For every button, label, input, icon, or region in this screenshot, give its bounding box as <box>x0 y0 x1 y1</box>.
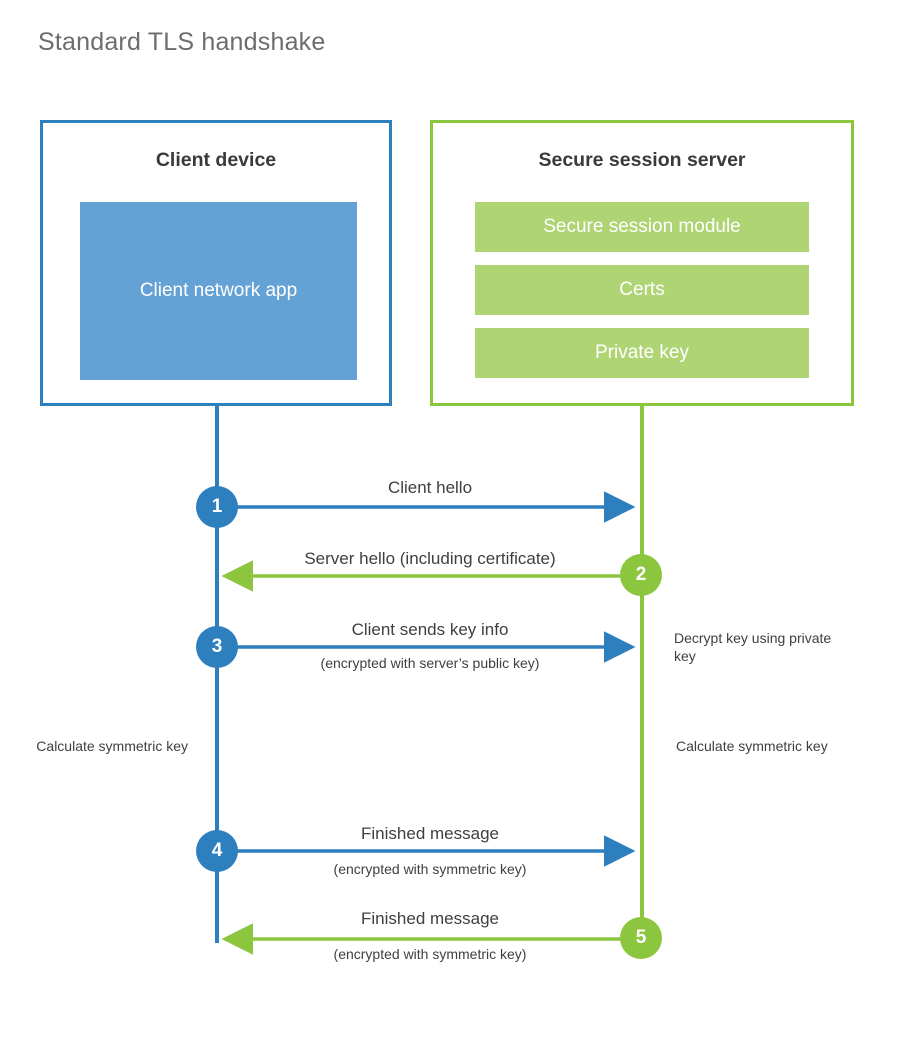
client-device-title: Client device <box>155 149 277 171</box>
client-lifeline <box>215 403 219 943</box>
step-marker-3: 3 <box>196 626 238 668</box>
arrow-step-2 <box>221 560 640 592</box>
page-title: Standard TLS handshake <box>38 28 326 56</box>
message-label-client-hello: Client hello <box>387 478 473 497</box>
server-component-certs: Certs <box>475 265 809 315</box>
step-marker-5: 5 <box>620 917 662 959</box>
server-lifeline <box>640 403 644 940</box>
message-sublabel-finished-client: (encrypted with symmetric key) <box>333 861 527 877</box>
client-device-box: Client device Client network app <box>40 120 392 406</box>
annotation-calculate-symmetric-key-server: Calculate symmetric key <box>676 738 828 754</box>
arrow-step-3 <box>217 631 636 663</box>
secure-session-server-title: Secure session server <box>538 149 746 171</box>
secure-session-server-box: Secure session server Secure session mod… <box>430 120 854 406</box>
message-sublabel-finished-server: (encrypted with symmetric key) <box>333 946 527 962</box>
message-label-finished-server: Finished message <box>361 909 499 928</box>
client-network-app-block: Client network app <box>80 202 357 380</box>
arrow-step-5 <box>221 923 640 955</box>
server-component-secure-session-module: Secure session module <box>475 202 809 252</box>
message-label-finished-client: Finished message <box>361 824 499 843</box>
step-marker-4: 4 <box>196 830 238 872</box>
annotation-decrypt-key: Decrypt key using private key <box>674 630 832 664</box>
message-sublabel-client-key-info: (encrypted with server’s public key) <box>320 655 540 671</box>
server-component-private-key: Private key <box>475 328 809 378</box>
arrow-step-1 <box>217 491 636 523</box>
message-label-server-hello: Server hello (including certificate) <box>304 549 556 568</box>
message-label-client-key-info: Client sends key info <box>351 620 509 639</box>
annotation-calculate-symmetric-key-client: Calculate symmetric key <box>36 738 188 754</box>
arrow-step-4 <box>217 835 636 867</box>
step-marker-2: 2 <box>620 554 662 596</box>
step-marker-1: 1 <box>196 486 238 528</box>
